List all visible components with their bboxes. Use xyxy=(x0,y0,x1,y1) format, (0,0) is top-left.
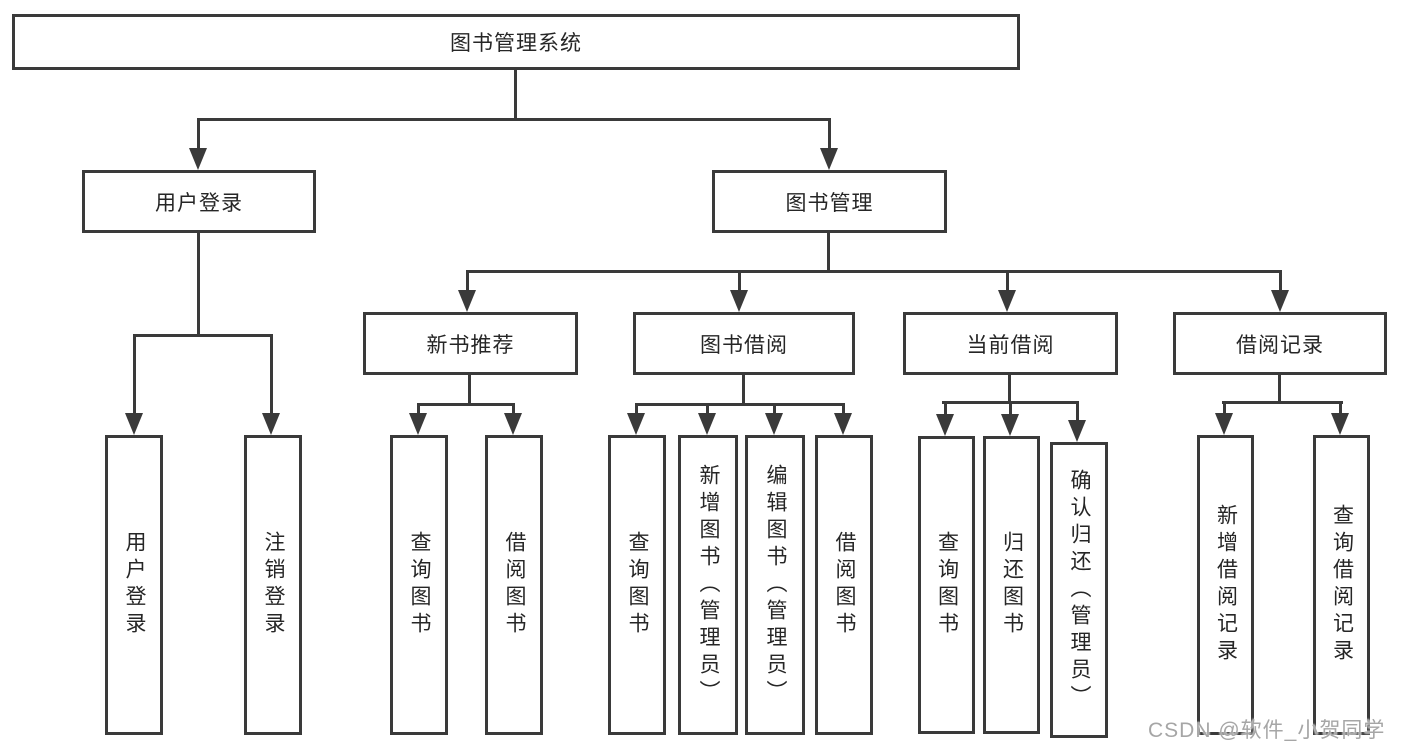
arrow-down-icon xyxy=(998,290,1016,312)
connector-book-borrow-shaft xyxy=(738,270,741,292)
connector-book-mgmt-shaft xyxy=(828,118,831,150)
connector-shaft xyxy=(512,403,515,415)
node-user-login: 用户登录 xyxy=(82,170,316,233)
connector-new-books-shaft xyxy=(466,270,469,292)
node-label: 注销登录 xyxy=(262,531,286,639)
connector-shaft xyxy=(773,403,776,415)
connector-shaft xyxy=(1076,401,1079,421)
connector-user-login-shaft xyxy=(197,118,200,150)
connector-logout-shaft xyxy=(270,334,273,415)
arrow-down-icon xyxy=(1331,413,1349,435)
connector-current-borrow-shaft xyxy=(1006,270,1009,292)
node-label: 查询借阅记录 xyxy=(1330,504,1354,666)
leaf-user-login: 用户登录 xyxy=(105,435,163,735)
connector-level2-bar xyxy=(197,118,831,121)
node-current-borrowing: 当前借阅 xyxy=(903,312,1118,375)
arrow-down-icon xyxy=(627,413,645,435)
arrow-down-icon xyxy=(834,413,852,435)
arrow-down-icon xyxy=(458,290,476,312)
leaf-logout: 注销登录 xyxy=(244,435,302,735)
node-label: 借阅图书 xyxy=(833,531,857,639)
connector-book-borrow-stub xyxy=(742,373,745,406)
arrow-down-icon xyxy=(936,414,954,436)
connector-user-login-stub xyxy=(197,232,200,336)
leaf-edit-book-admin: 编辑图书（管理员） xyxy=(745,435,805,735)
arrow-down-icon xyxy=(504,413,522,435)
connector-borrow-records-bar xyxy=(1222,401,1343,404)
arrow-down-icon xyxy=(1068,420,1086,442)
connector-login-shaft xyxy=(133,334,136,415)
node-book-management: 图书管理 xyxy=(712,170,947,233)
node-label: 查询图书 xyxy=(935,531,959,639)
connector-root-stub xyxy=(514,69,517,120)
leaf-add-borrow-record: 新增借阅记录 xyxy=(1197,435,1254,735)
leaf-borrow-books-recommend: 借阅图书 xyxy=(485,435,543,735)
arrow-down-icon xyxy=(262,413,280,435)
arrow-down-icon xyxy=(730,290,748,312)
node-label: 新书推荐 xyxy=(426,333,515,357)
connector-shaft xyxy=(706,403,709,415)
node-new-book-recommend: 新书推荐 xyxy=(363,312,578,375)
arrow-down-icon xyxy=(1215,413,1233,435)
node-label: 用户登录 xyxy=(123,531,147,639)
arrow-down-icon xyxy=(409,413,427,435)
connector-shaft xyxy=(944,401,947,415)
node-label: 查询图书 xyxy=(626,531,650,639)
node-label: 图书借阅 xyxy=(700,333,788,357)
arrow-down-icon xyxy=(1001,414,1019,436)
node-label: 图书管理系统 xyxy=(450,32,582,55)
connector-level3-bar xyxy=(466,270,1282,273)
connector-book-borrow-bar xyxy=(635,403,845,406)
arrow-down-icon xyxy=(1271,290,1289,312)
leaf-return-books: 归还图书 xyxy=(983,436,1040,734)
arrow-down-icon xyxy=(189,148,207,170)
node-label: 用户登录 xyxy=(155,191,243,215)
connector-shaft xyxy=(1009,401,1012,415)
arrow-down-icon xyxy=(698,413,716,435)
leaf-borrow-books-borrowing: 借阅图书 xyxy=(815,435,873,735)
node-label: 查询图书 xyxy=(408,531,432,639)
node-label: 新增图书（管理员） xyxy=(697,463,721,707)
node-label: 确认归还（管理员） xyxy=(1068,468,1092,712)
leaf-query-books-current: 查询图书 xyxy=(918,436,975,734)
connector-book-mgmt-stub xyxy=(827,232,830,273)
node-book-borrowing: 图书借阅 xyxy=(633,312,855,375)
node-library-system: 图书管理系统 xyxy=(12,14,1020,70)
node-label: 编辑图书（管理员） xyxy=(764,463,788,707)
node-label: 图书管理 xyxy=(785,191,874,215)
node-label: 借阅图书 xyxy=(503,531,527,639)
node-label: 归还图书 xyxy=(1000,531,1024,639)
connector-shaft xyxy=(1339,401,1342,415)
connector-shaft xyxy=(1223,401,1226,415)
node-label: 当前借阅 xyxy=(966,333,1055,357)
connector-shaft xyxy=(417,403,420,415)
connector-user-login-bar xyxy=(133,334,273,337)
leaf-query-books-recommend: 查询图书 xyxy=(390,435,448,735)
leaf-confirm-return-admin: 确认归还（管理员） xyxy=(1050,442,1108,738)
connector-current-borrow-stub xyxy=(1008,373,1011,404)
node-borrowing-records: 借阅记录 xyxy=(1173,312,1387,375)
csdn-watermark: CSDN @软件_小贺同学 xyxy=(1148,719,1386,742)
connector-borrow-records-shaft xyxy=(1279,270,1282,292)
arrow-down-icon xyxy=(765,413,783,435)
connector-borrow-records-stub xyxy=(1278,373,1281,404)
node-label: 借阅记录 xyxy=(1236,333,1324,357)
arrow-down-icon xyxy=(820,148,838,170)
connector-shaft xyxy=(842,403,845,415)
leaf-query-books-borrowing: 查询图书 xyxy=(608,435,666,735)
connector-new-books-stub xyxy=(468,373,471,406)
leaf-query-borrow-record: 查询借阅记录 xyxy=(1313,435,1370,735)
connector-new-books-bar xyxy=(417,403,515,406)
connector-shaft xyxy=(635,403,638,415)
arrow-down-icon xyxy=(125,413,143,435)
node-label: 新增借阅记录 xyxy=(1214,504,1238,666)
leaf-add-book-admin: 新增图书（管理员） xyxy=(678,435,738,735)
